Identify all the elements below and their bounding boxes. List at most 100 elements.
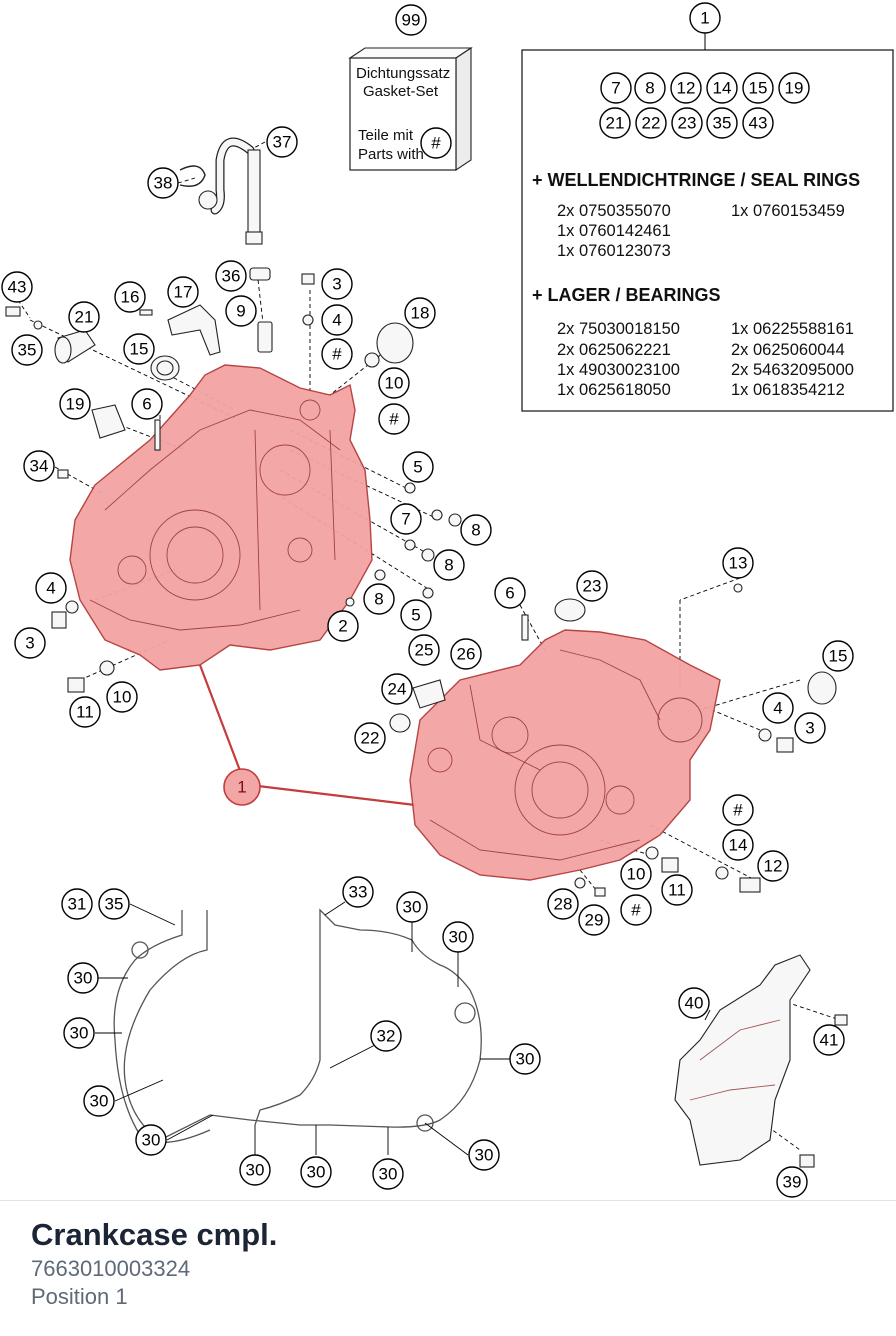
callout-38[interactable]: 38 <box>147 167 179 199</box>
plug-12[interactable] <box>739 877 761 893</box>
box-circle-7[interactable]: 7 <box>600 72 632 104</box>
callout-35-left[interactable]: 35 <box>11 334 43 366</box>
callout-10-top[interactable]: 10 <box>378 367 410 399</box>
screw-16[interactable] <box>139 309 153 316</box>
callout-33[interactable]: 33 <box>342 876 374 908</box>
callout-43[interactable]: 43 <box>1 271 33 303</box>
callout-30-h[interactable]: 30 <box>239 1154 271 1186</box>
callout-15-right[interactable]: 15 <box>822 640 854 672</box>
callout-30-c[interactable]: 30 <box>67 962 99 994</box>
box-circle-22[interactable]: 22 <box>635 107 667 139</box>
callout-6-right[interactable]: 6 <box>494 577 526 609</box>
plug-11-right[interactable] <box>661 857 679 873</box>
callout-hash-a[interactable]: # <box>321 338 353 370</box>
box-circle-12[interactable]: 12 <box>670 72 702 104</box>
plug-11-left[interactable] <box>67 677 85 693</box>
callout-22[interactable]: 22 <box>354 722 386 754</box>
callout-4-right[interactable]: 4 <box>762 692 794 724</box>
clip-25-26[interactable] <box>412 679 446 709</box>
callout-99[interactable]: 99 <box>395 4 427 36</box>
callout-3-left[interactable]: 3 <box>14 627 46 659</box>
callout-hash-b[interactable]: # <box>378 403 410 435</box>
callout-30-f[interactable]: 30 <box>83 1085 115 1117</box>
fitting-9[interactable] <box>257 321 273 353</box>
callout-35-gasket[interactable]: 35 <box>98 888 130 920</box>
callout-6-left[interactable]: 6 <box>131 388 163 420</box>
callout-21[interactable]: 21 <box>68 301 100 333</box>
callout-3-right[interactable]: 3 <box>794 712 826 744</box>
callout-hash-c[interactable]: # <box>722 794 754 826</box>
callout-18[interactable]: 18 <box>404 297 436 329</box>
callout-13[interactable]: 13 <box>722 547 754 579</box>
callout-39[interactable]: 39 <box>776 1166 808 1198</box>
callout-11-right[interactable]: 11 <box>661 874 693 906</box>
breather-tube-37[interactable] <box>247 149 261 239</box>
bushing-22[interactable] <box>389 713 411 733</box>
callout-5-top[interactable]: 5 <box>402 451 434 483</box>
callout-14[interactable]: 14 <box>722 829 754 861</box>
callout-12[interactable]: 12 <box>757 850 789 882</box>
bearing-19[interactable] <box>91 404 126 439</box>
box-circle-8[interactable]: 8 <box>634 72 666 104</box>
box-circle-15[interactable]: 15 <box>742 72 774 104</box>
crankcase-right-half[interactable] <box>409 629 721 881</box>
callout-8-b[interactable]: 8 <box>433 549 465 581</box>
hose-clamp-36[interactable] <box>249 267 271 281</box>
callout-26[interactable]: 26 <box>450 638 482 670</box>
plug-3-top[interactable] <box>301 273 315 285</box>
callout-30-d[interactable]: 30 <box>63 1017 95 1049</box>
screw-34[interactable] <box>57 469 69 479</box>
callout-hash-d[interactable]: # <box>620 894 652 926</box>
callout-15-left[interactable]: 15 <box>123 333 155 365</box>
callout-7[interactable]: 7 <box>390 503 422 535</box>
callout-24[interactable]: 24 <box>381 673 413 705</box>
box-circle-35[interactable]: 35 <box>706 107 738 139</box>
bushing-23[interactable] <box>554 598 586 622</box>
plug-18[interactable] <box>376 322 414 364</box>
callout-30-a[interactable]: 30 <box>396 891 428 923</box>
callout-8-a[interactable]: 8 <box>460 514 492 546</box>
callout-3-top[interactable]: 3 <box>321 268 353 300</box>
callout-23[interactable]: 23 <box>576 570 608 602</box>
callout-8-c[interactable]: 8 <box>363 583 395 615</box>
callout-30-j[interactable]: 30 <box>372 1158 404 1190</box>
callout-25[interactable]: 25 <box>408 634 440 666</box>
kit-hash-callout[interactable]: # <box>420 127 452 159</box>
callout-29[interactable]: 29 <box>578 904 610 936</box>
callout-4-top[interactable]: 4 <box>321 304 353 336</box>
box-circle-21[interactable]: 21 <box>599 107 631 139</box>
callout-40[interactable]: 40 <box>678 987 710 1019</box>
callout-4-left[interactable]: 4 <box>35 572 67 604</box>
callout-2[interactable]: 2 <box>327 610 359 642</box>
callout-30-e[interactable]: 30 <box>509 1043 541 1075</box>
box-circle-14[interactable]: 14 <box>706 72 738 104</box>
callout-34[interactable]: 34 <box>23 450 55 482</box>
box-circle-19[interactable]: 19 <box>778 72 810 104</box>
plug-3-left[interactable] <box>51 611 67 629</box>
callout-41[interactable]: 41 <box>813 1024 845 1056</box>
callout-9[interactable]: 9 <box>225 295 257 327</box>
clip-38[interactable] <box>179 165 206 187</box>
callout-1-crankcase[interactable]: 1 <box>223 768 261 806</box>
callout-10-left[interactable]: 10 <box>106 681 138 713</box>
callout-17[interactable]: 17 <box>167 276 199 308</box>
box-circle-23[interactable]: 23 <box>671 107 703 139</box>
callout-37[interactable]: 37 <box>266 126 298 158</box>
sprocket-cover-40[interactable] <box>674 954 848 1168</box>
seal-15-right[interactable] <box>807 671 837 705</box>
callout-11-left[interactable]: 11 <box>69 696 101 728</box>
callout-1-kit[interactable]: 1 <box>689 2 721 34</box>
callout-32[interactable]: 32 <box>370 1020 402 1052</box>
callout-16[interactable]: 16 <box>114 281 146 313</box>
box-circle-43[interactable]: 43 <box>742 107 774 139</box>
callout-10-right[interactable]: 10 <box>620 858 652 890</box>
callout-31[interactable]: 31 <box>61 888 93 920</box>
screw-29[interactable] <box>594 887 606 897</box>
callout-30-g[interactable]: 30 <box>135 1124 167 1156</box>
callout-30-b[interactable]: 30 <box>442 921 474 953</box>
plug-3-right[interactable] <box>776 737 794 753</box>
callout-5-bottom[interactable]: 5 <box>400 599 432 631</box>
crankcase-left-half[interactable] <box>69 364 373 671</box>
callout-28[interactable]: 28 <box>547 888 579 920</box>
sensor-6-left[interactable] <box>154 419 161 451</box>
